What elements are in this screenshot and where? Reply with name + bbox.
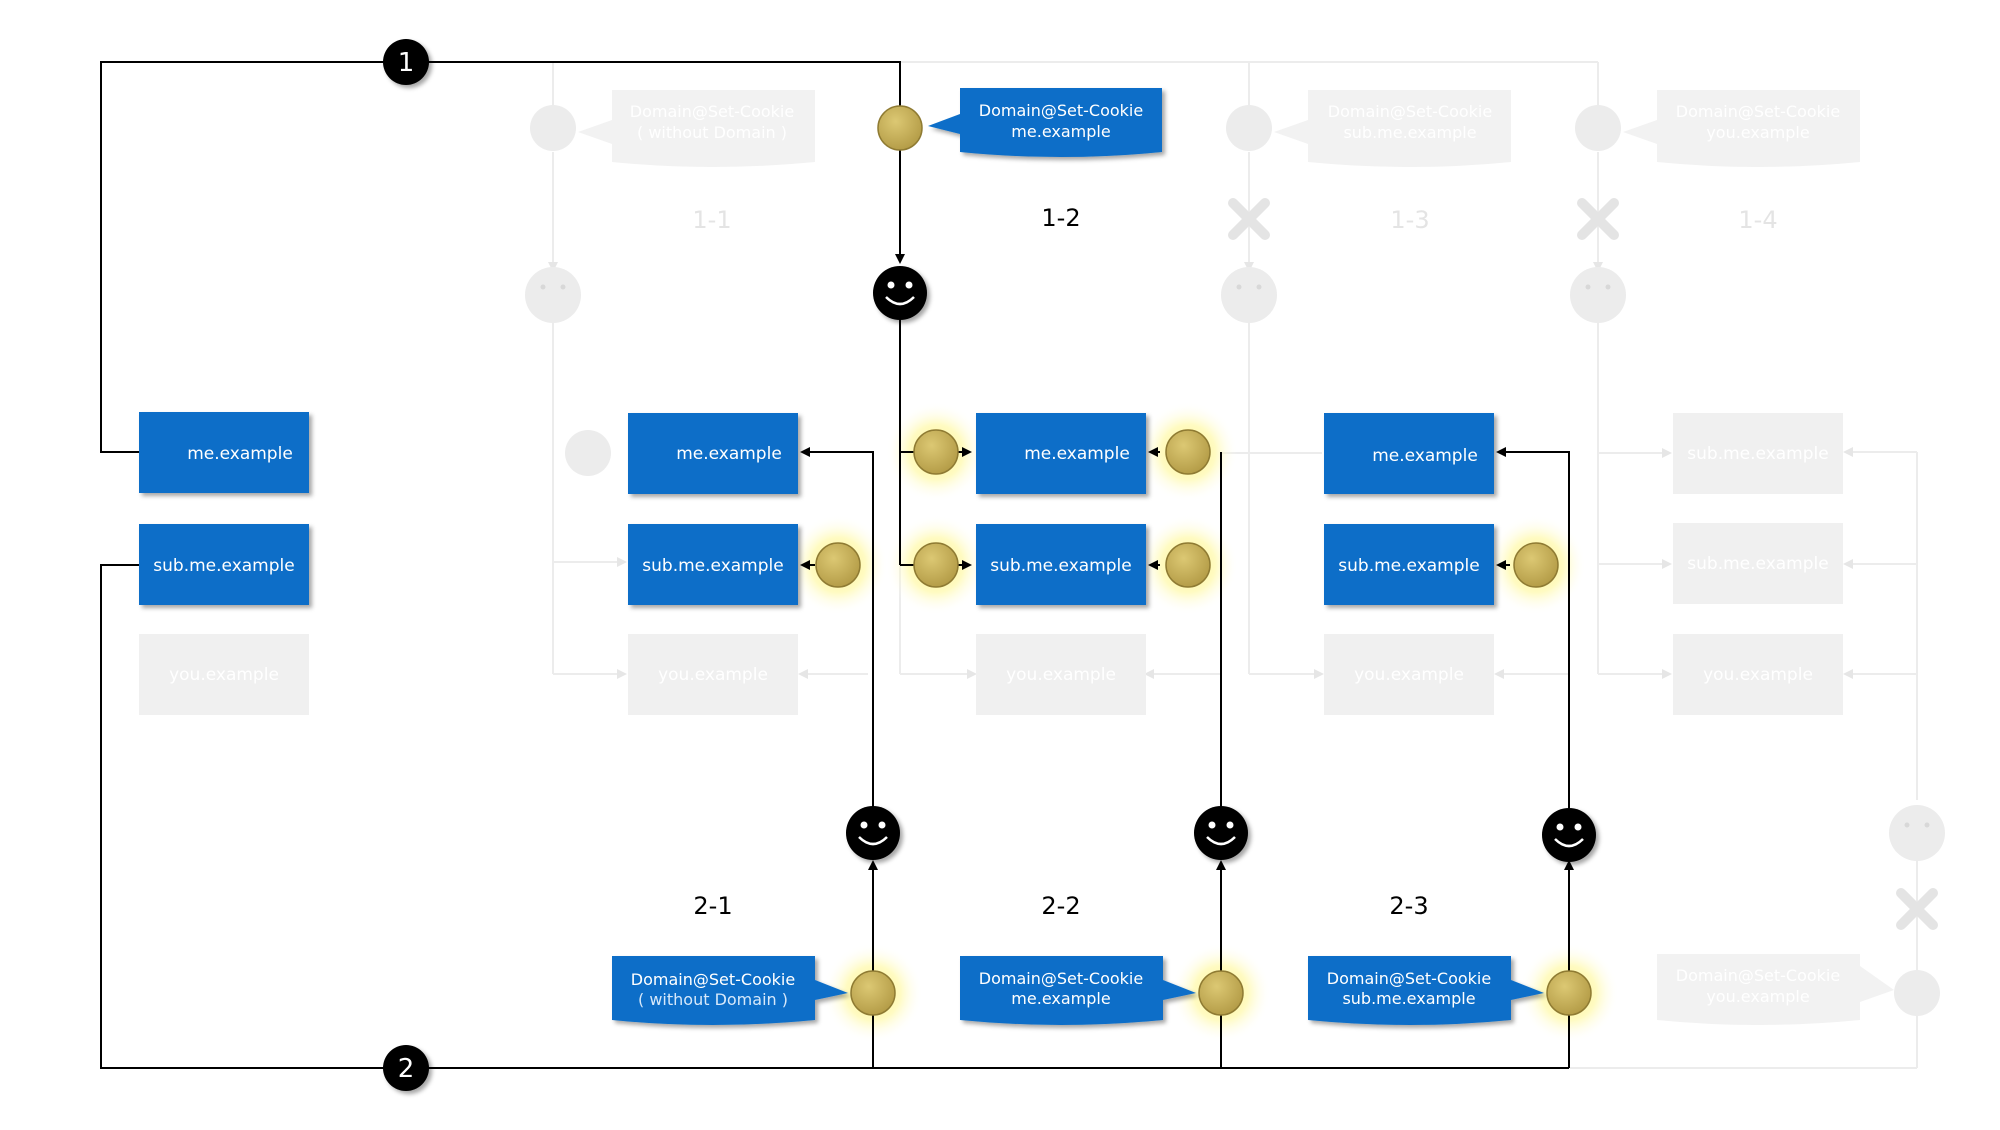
faded-cookie-icon xyxy=(1575,105,1621,151)
active-boxes: me.example sub.me.example me.example sub… xyxy=(139,412,1494,605)
cookie-icon xyxy=(815,542,861,588)
svg-text:Domain@Set-Cookie: Domain@Set-Cookie xyxy=(1327,969,1491,988)
flow-lines xyxy=(100,61,1574,1069)
set-cookie-callout-1-2 xyxy=(928,88,1162,157)
domain-box-sub: sub.me.example xyxy=(1687,554,1828,574)
cookie-icon xyxy=(850,970,896,1016)
svg-text:Domain@Set-Cookie: Domain@Set-Cookie xyxy=(1328,102,1492,121)
cross-icon xyxy=(1577,198,1619,240)
svg-text:you.example: you.example xyxy=(1706,987,1809,1006)
svg-text:( without Domain ): ( without Domain ) xyxy=(638,990,788,1009)
domain-box-me: me.example xyxy=(1372,446,1478,466)
domain-box-you: you.example xyxy=(169,665,279,685)
svg-text:Domain@Set-Cookie: Domain@Set-Cookie xyxy=(1676,102,1840,121)
cookie-icon xyxy=(877,105,923,151)
cookie-icon xyxy=(913,542,959,588)
section-label-1-3: 1-3 xyxy=(1390,206,1429,234)
cookie-icon xyxy=(1546,970,1592,1016)
numbered-markers: 1 2 xyxy=(383,39,429,1091)
smiley-user-icon xyxy=(846,806,900,860)
faded-user-icon xyxy=(1221,267,1277,323)
faded-layer xyxy=(548,61,1918,1069)
section-label-1-4: 1-4 xyxy=(1738,206,1777,234)
domain-box-you: you.example xyxy=(1703,665,1813,685)
section-label-1-1: 1-1 xyxy=(692,206,731,234)
faded-cookie-icon xyxy=(565,430,611,476)
svg-text:Domain@Set-Cookie: Domain@Set-Cookie xyxy=(630,102,794,121)
domain-box-sub: sub.me.example xyxy=(990,556,1131,576)
smiley-user-icon xyxy=(1194,806,1248,860)
cookie-icon xyxy=(1165,429,1211,475)
cookie-icon xyxy=(1513,542,1559,588)
svg-text:you.example: you.example xyxy=(1706,123,1809,142)
smiley-user-icon xyxy=(873,266,927,320)
faded-shapes xyxy=(525,105,1945,1016)
section-labels: 1-2 2-1 2-2 2-3 xyxy=(693,204,1428,920)
svg-text:Domain@Set-Cookie: Domain@Set-Cookie xyxy=(979,969,1143,988)
section-label-2-1: 2-1 xyxy=(693,892,732,920)
domain-box-me: me.example xyxy=(187,444,293,464)
domain-box-you: you.example xyxy=(1006,665,1116,685)
svg-text:Domain@Set-Cookie: Domain@Set-Cookie xyxy=(979,101,1143,120)
domain-box-you: you.example xyxy=(658,665,768,685)
svg-text:sub.me.example: sub.me.example xyxy=(1342,989,1475,1008)
cookie-icon xyxy=(913,429,959,475)
marker-2: 2 xyxy=(383,1045,429,1091)
faded-cookie-icon xyxy=(1894,970,1940,1016)
faded-cookie-icon xyxy=(1226,105,1272,151)
faded-user-icon xyxy=(1889,805,1945,861)
set-cookie-callouts: Domain@Set-Cookie me.example Domain@Set-… xyxy=(612,88,1544,1025)
smiley-user-icon xyxy=(1542,808,1596,862)
svg-text:( without Domain ): ( without Domain ) xyxy=(637,123,787,142)
set-cookie-callout-2-1 xyxy=(612,956,848,1025)
cross-icon xyxy=(1228,198,1270,240)
domain-box-you: you.example xyxy=(1354,665,1464,685)
cookies xyxy=(815,105,1592,1016)
faded-cookie-icon xyxy=(530,105,576,151)
svg-text:Domain@Set-Cookie: Domain@Set-Cookie xyxy=(1676,966,1840,985)
svg-text:sub.me.example: sub.me.example xyxy=(1343,123,1476,142)
cross-icon xyxy=(1896,888,1938,930)
domain-box-sub: sub.me.example xyxy=(642,556,783,576)
cookie-icon xyxy=(1198,970,1244,1016)
domain-box-me: me.example xyxy=(676,444,782,464)
faded-boxes: you.example you.example you.example you.… xyxy=(139,413,1843,715)
faded-user-icon xyxy=(525,267,581,323)
set-cookie-callout-2-2 xyxy=(960,956,1196,1025)
domain-box-sub: sub.me.example xyxy=(1338,556,1479,576)
marker-1: 1 xyxy=(383,39,429,85)
svg-text:2: 2 xyxy=(398,1054,415,1084)
section-label-2-2: 2-2 xyxy=(1041,892,1080,920)
svg-text:1: 1 xyxy=(398,48,415,78)
section-label-1-2: 1-2 xyxy=(1041,204,1080,232)
users xyxy=(846,266,1596,862)
set-cookie-callout-2-3 xyxy=(1308,956,1544,1025)
domain-box-me: sub.me.example xyxy=(1687,444,1828,464)
svg-text:Domain@Set-Cookie: Domain@Set-Cookie xyxy=(631,970,795,989)
domain-box-sub: sub.me.example xyxy=(153,556,294,576)
cookie-glows xyxy=(788,402,1619,1043)
domain-box-me: me.example xyxy=(1024,444,1130,464)
section-label-2-3: 2-3 xyxy=(1389,892,1428,920)
cookie-icon xyxy=(1165,542,1211,588)
faded-callouts: Domain@Set-Cookie ( without Domain ) Dom… xyxy=(578,90,1894,1025)
svg-text:me.example: me.example xyxy=(1011,989,1110,1008)
svg-text:me.example: me.example xyxy=(1011,122,1110,141)
faded-section-labels: 1-1 1-3 1-4 xyxy=(692,206,1777,234)
faded-user-icon xyxy=(1570,267,1626,323)
